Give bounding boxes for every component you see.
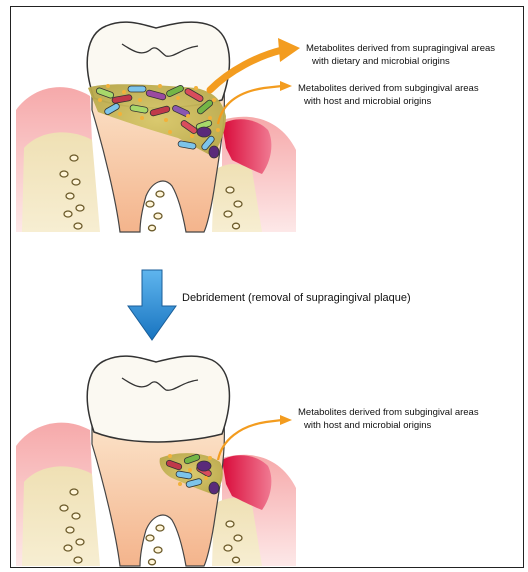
root-after	[92, 422, 224, 566]
subgingival-arrowhead-before	[280, 81, 292, 91]
subgingival-arrowhead-after	[280, 415, 292, 425]
bone-left-before	[22, 132, 100, 232]
subgingival-label-before-line2: with host and microbial origins	[298, 96, 479, 109]
tooth-before	[16, 22, 296, 232]
metabolite-arrows-after	[218, 415, 292, 460]
subgingival-label-before-line1: Metabolites derived from subgingival are…	[298, 83, 479, 96]
debridement-label: Debridement (removal of supragingival pl…	[182, 292, 411, 304]
subgingival-label-after-line1: Metabolites derived from subgingival are…	[298, 407, 479, 420]
supragingival-label: Metabolites derived from supragingival a…	[306, 43, 495, 68]
supragingival-arrowhead	[278, 38, 300, 62]
subgingival-label-after: Metabolites derived from subgingival are…	[298, 407, 479, 432]
subgingival-arrow-after	[218, 420, 282, 460]
subgingival-label-before: Metabolites derived from subgingival are…	[298, 83, 479, 108]
crown-after	[87, 356, 229, 442]
bone-left-after	[22, 466, 100, 566]
subgingival-label-after-line2: with host and microbial origins	[298, 420, 479, 433]
supragingival-label-line2: with dietary and microbial origins	[306, 56, 495, 69]
tooth-after	[16, 356, 296, 566]
debridement-arrow[interactable]	[128, 270, 176, 340]
supragingival-label-line1: Metabolites derived from supragingival a…	[306, 43, 495, 56]
